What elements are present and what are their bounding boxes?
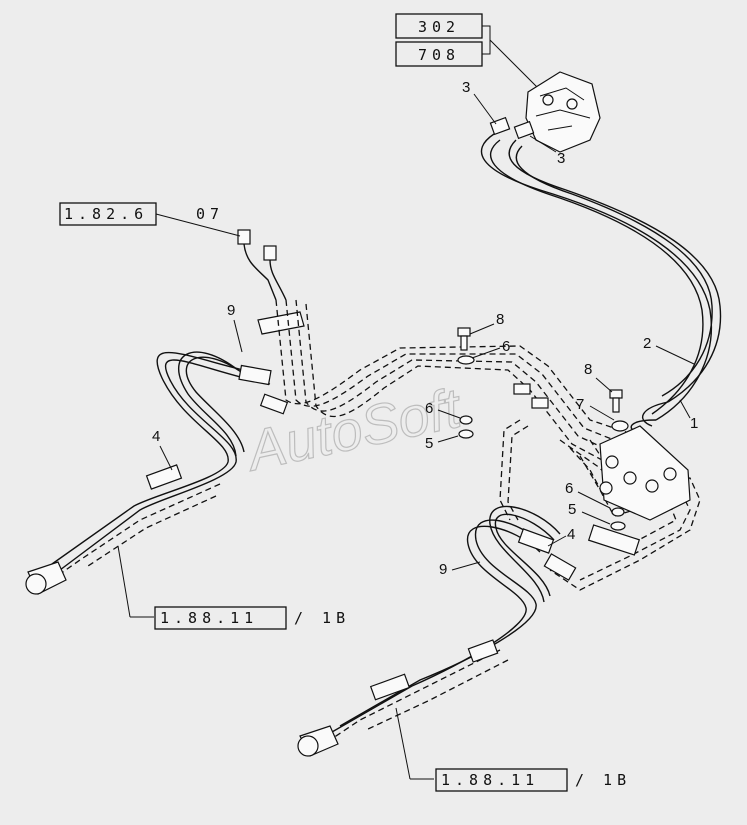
svg-text:3: 3 <box>557 150 565 167</box>
leader-1-88-bottom <box>395 707 434 780</box>
leader-1-88-left <box>117 545 154 618</box>
callout-1: 1 <box>679 399 698 432</box>
hose-1-2 <box>480 133 722 435</box>
callout-4-right: 4 <box>547 526 575 547</box>
fitting-center-b <box>531 397 549 409</box>
pipe-bundle <box>275 299 701 591</box>
callout-3-left: 3 <box>462 79 497 125</box>
washer-6-right <box>611 507 625 517</box>
washer-5-right <box>610 521 626 531</box>
callout-3-right: 3 <box>529 135 565 167</box>
callout-6-upper: 6 <box>471 338 510 359</box>
svg-text:/ 1B: / 1B <box>575 771 631 789</box>
right-hose-assembly <box>297 505 577 757</box>
ref-box-302[interactable]: 302 <box>395 13 483 39</box>
watermark: AutoSoft <box>239 375 468 482</box>
svg-text:4: 4 <box>152 428 160 445</box>
ref-box-708[interactable]: 708 <box>395 41 483 67</box>
callout-4-left: 4 <box>152 428 173 471</box>
callout-5-right: 5 <box>568 501 611 525</box>
svg-text:7: 7 <box>576 396 584 413</box>
svg-text:8: 8 <box>496 311 504 328</box>
svg-text:4: 4 <box>567 526 575 543</box>
callout-9-left: 9 <box>227 302 243 353</box>
fitting-center-a <box>513 383 531 395</box>
washer-6-left <box>459 415 473 425</box>
svg-text:9: 9 <box>227 302 235 319</box>
svg-text:1.88.11: 1.88.11 <box>441 771 539 789</box>
svg-text:6: 6 <box>502 338 510 355</box>
svg-text:3: 3 <box>462 79 470 96</box>
svg-text:5: 5 <box>425 435 433 452</box>
svg-text:07: 07 <box>196 205 224 223</box>
svg-text:1.88.11: 1.88.11 <box>160 609 258 627</box>
valve-block <box>587 425 691 556</box>
bolt-8-upper <box>457 327 475 365</box>
svg-text:6: 6 <box>565 480 573 497</box>
svg-text:5: 5 <box>568 501 576 518</box>
ref-box-1-88-11-left[interactable]: 1.88.11 / 1B <box>154 606 350 630</box>
callout-2: 2 <box>643 335 695 365</box>
svg-text:/ 1B: / 1B <box>294 609 350 627</box>
callout-8-upper: 8 <box>469 311 504 335</box>
left-hose-assembly <box>25 351 289 595</box>
callout-6-left: 6 <box>425 400 461 419</box>
callout-7: 7 <box>576 396 615 421</box>
svg-text:2: 2 <box>643 335 651 352</box>
svg-text:1: 1 <box>690 415 698 432</box>
left-fittings <box>237 229 305 335</box>
ref-box-1-82-6[interactable]: 1.82.6 07 <box>59 202 224 226</box>
callout-6-right: 6 <box>565 480 611 509</box>
svg-text:9: 9 <box>439 561 447 578</box>
leader-1-82 <box>155 213 241 237</box>
control-valve <box>489 71 601 153</box>
washer-5-left <box>458 429 474 439</box>
callout-9-right: 9 <box>439 561 481 578</box>
bolt-8-lower <box>609 389 629 432</box>
svg-text:302: 302 <box>418 18 460 36</box>
svg-text:8: 8 <box>584 361 592 378</box>
ref-bracket <box>482 25 541 91</box>
svg-text:1.82.6: 1.82.6 <box>64 205 148 223</box>
callout-5-left: 5 <box>425 435 459 452</box>
svg-text:6: 6 <box>425 400 433 417</box>
callout-8-lower: 8 <box>584 361 613 393</box>
svg-text:708: 708 <box>418 46 460 64</box>
ref-box-1-88-11-bottom[interactable]: 1.88.11 / 1B <box>435 768 631 792</box>
